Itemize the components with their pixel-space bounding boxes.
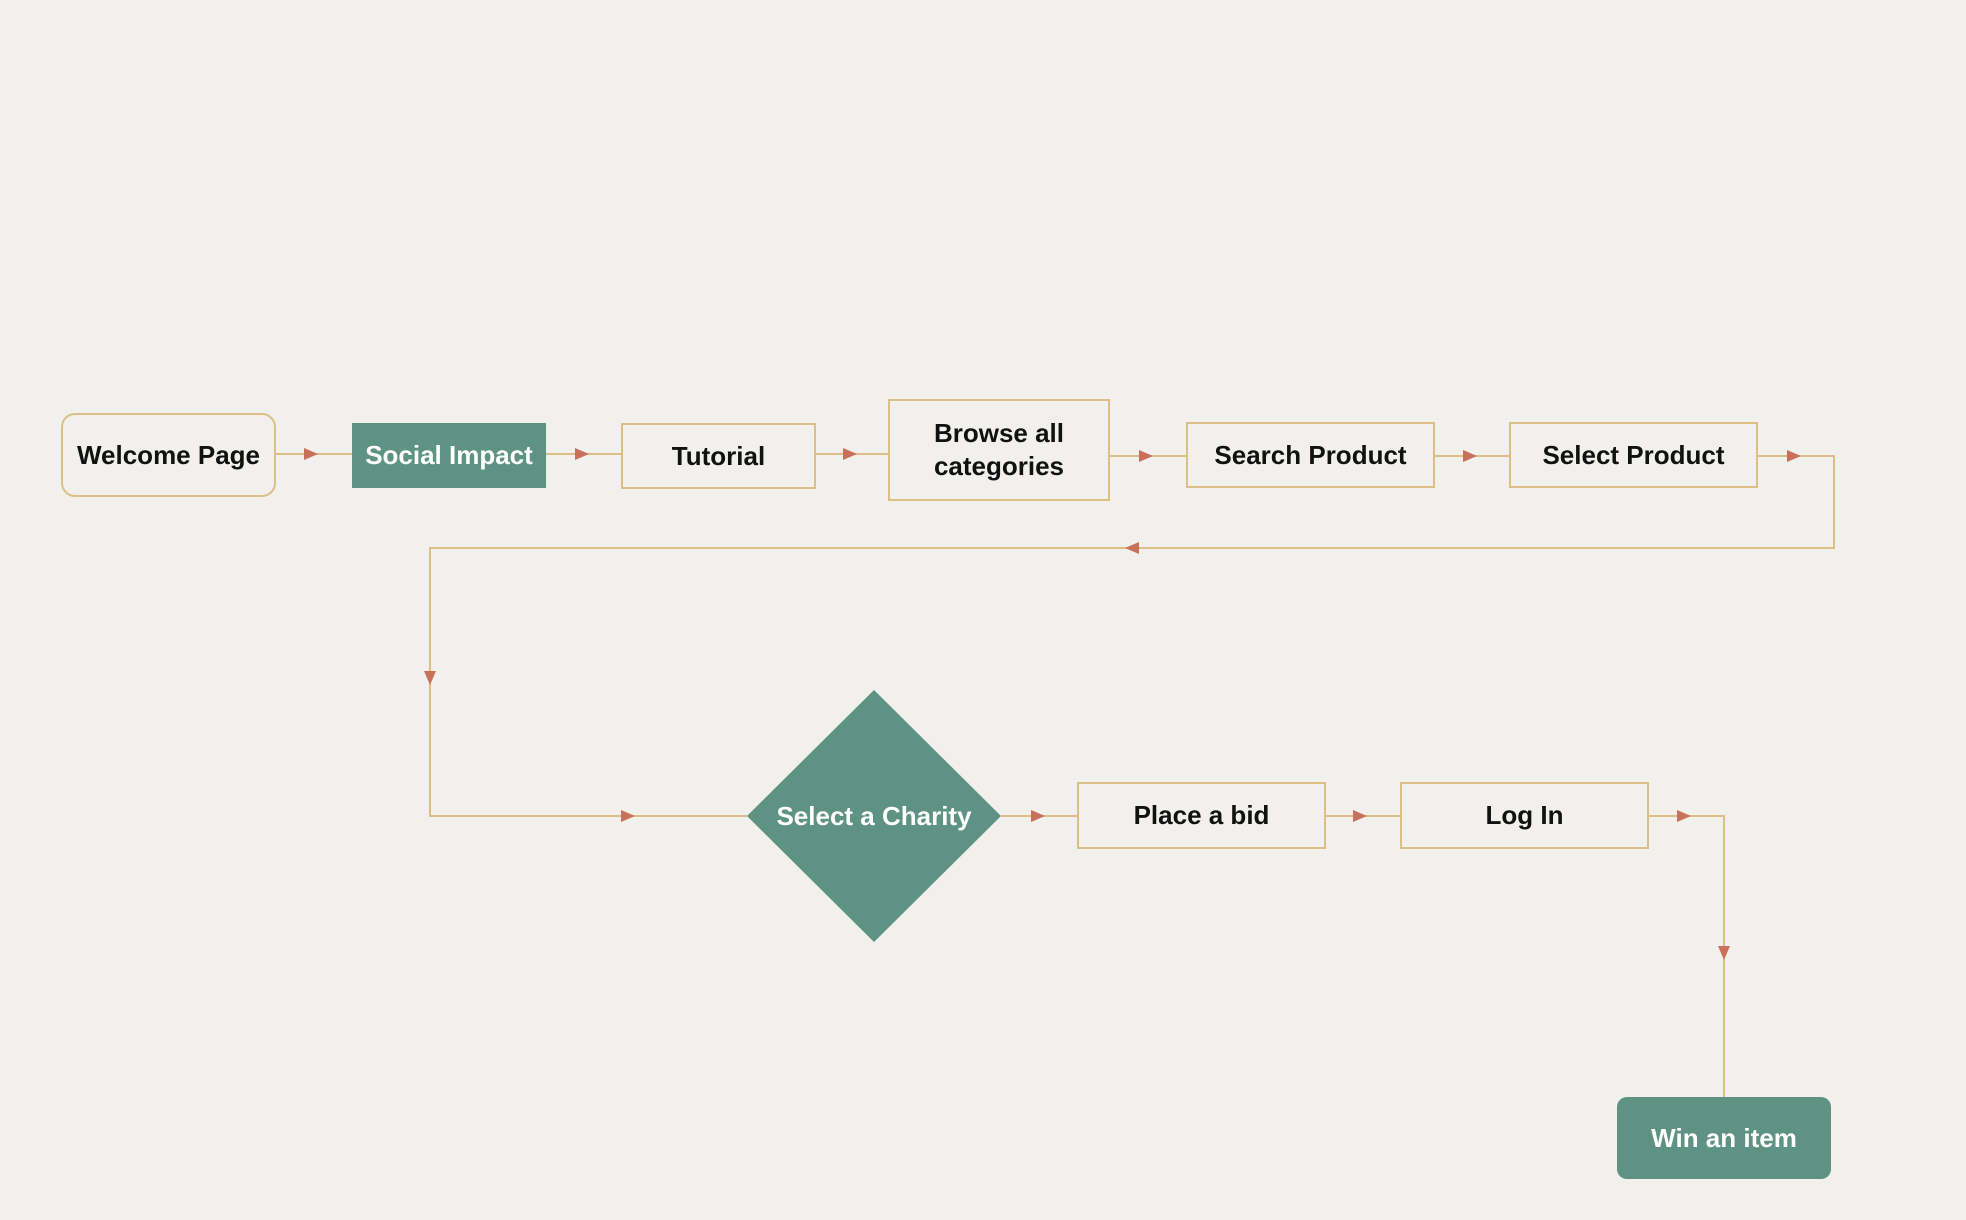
arrowhead-down-win bbox=[1718, 946, 1730, 960]
arrowhead-return-left bbox=[1125, 542, 1139, 554]
node-label-search-product: Search Product bbox=[1214, 439, 1407, 470]
arrowhead-into-charity bbox=[621, 810, 635, 822]
node-select-product: Select Product bbox=[1509, 422, 1758, 488]
connector-login-win bbox=[1649, 815, 1725, 1097]
node-select-a-charity: Select a Charity bbox=[747, 690, 1001, 942]
connector-select-charity bbox=[429, 455, 1835, 817]
arrowhead-browse-search bbox=[1139, 450, 1153, 462]
node-label-log-in: Log In bbox=[1485, 800, 1564, 830]
node-label-social-impact: Social Impact bbox=[365, 440, 533, 470]
node-browse-categories: Browse all categories bbox=[888, 399, 1110, 501]
node-search-product: Search Product bbox=[1186, 422, 1435, 488]
node-label-win-item: Win an item bbox=[1651, 1122, 1797, 1153]
node-label-tutorial: Tutorial bbox=[671, 440, 766, 471]
node-place-a-bid: Place a bid bbox=[1077, 782, 1326, 849]
node-label-place-bid: Place a bid bbox=[1133, 800, 1270, 830]
arrowhead-charity-bid bbox=[1031, 810, 1045, 822]
node-tutorial: Tutorial bbox=[621, 423, 816, 489]
node-win-an-item: Win an item bbox=[1617, 1097, 1831, 1179]
arrowhead-down-left bbox=[424, 671, 436, 685]
node-social-impact: Social Impact bbox=[352, 423, 546, 488]
node-label-browse: Browse all categories bbox=[933, 418, 1065, 481]
node-label-select-product: Select Product bbox=[1542, 439, 1725, 470]
arrowhead-welcome-social bbox=[304, 448, 318, 460]
arrowhead-login-out bbox=[1677, 810, 1691, 822]
arrowhead-bid-login bbox=[1353, 810, 1367, 822]
node-log-in: Log In bbox=[1400, 782, 1649, 849]
arrowhead-select-out bbox=[1787, 450, 1801, 462]
node-welcome-page: Welcome Page bbox=[61, 413, 276, 497]
node-label-welcome: Welcome Page bbox=[76, 439, 261, 470]
diamond-shape bbox=[747, 690, 1001, 942]
arrowhead-tutorial-browse bbox=[843, 448, 857, 460]
arrowhead-search-select bbox=[1463, 450, 1477, 462]
node-label-select-charity: Select a Charity bbox=[776, 800, 972, 831]
arrowhead-social-tutorial bbox=[575, 448, 589, 460]
